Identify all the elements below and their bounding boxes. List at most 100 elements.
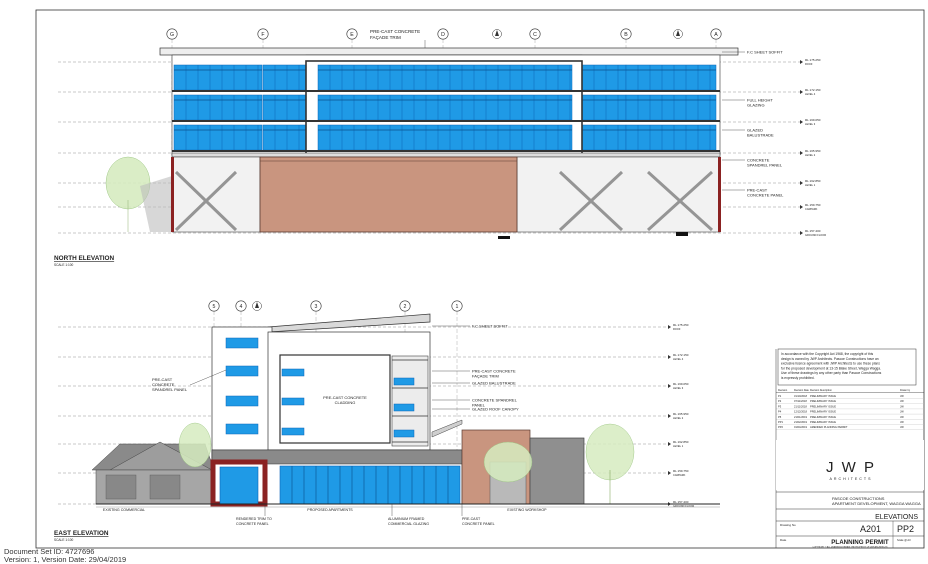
existing-commercial-building [91,422,215,505]
level-marker [668,325,671,329]
callout-text: FULL HEIGHT [747,98,773,103]
rev-cell: PRELIMINARY ISSUE [810,420,836,424]
grid-bubble [310,300,322,312]
level-marker [800,231,803,235]
ground-label: EXISTING WORKSHOP [507,508,547,512]
level-marker [800,181,803,185]
ground-label: PROPOSED APARTMENTS [307,508,353,512]
footer-note: COPYRIGHT © ALL DRAWINGS REMAIN THE PROP… [813,546,889,549]
project-name: APARTMENT DEVELOPMENT, WAGGA WAGGA [832,501,921,506]
level-name: LEVEL 3 [805,122,816,126]
level-name: LEVEL 3 [673,386,684,390]
commercial-glazing-mullions [291,466,449,504]
document-stamp: Document Set ID: 4727696 Version: 1, Ver… [4,548,126,564]
level-rl: RL 162.850 [805,179,821,183]
window-band [317,94,573,121]
north-roof-parapet [159,47,739,56]
callout-text: GLAZED [747,128,763,133]
callout-text: PRE-CAST [747,188,768,193]
grid-label: F [261,32,264,38]
callout-text: FAÇADE TRIM [472,374,499,379]
rev-cell: P4 [778,410,782,414]
jwp-logo-sub: ARCHITECTS [830,477,873,481]
level-rl: RL 157.400 [805,229,821,233]
rev-cell: JW [900,425,904,429]
rev-cell: JW [900,404,904,408]
level-rl: RL 175.250 [805,58,821,62]
callout-text: PRE-CAST [152,377,173,382]
level-name: ROOF [673,327,681,331]
balcony-glazing [393,377,415,386]
window-band [262,124,307,151]
glazed-roof-canopy [431,419,463,438]
rev-header: Revision Date [794,389,810,392]
level-marker [800,205,803,209]
north-x-bracing [174,170,714,232]
copyright-line: exclusive licence agreement with JWP Arc… [781,362,880,366]
copyright-text: In accordance with the Copyright Act 196… [781,352,882,380]
callout-text: CONCRETE PANEL [462,522,495,526]
north-arrow-icon-head [495,30,499,36]
rev-cell: 21/11/2018 [794,404,807,408]
level-rl: RL 172.150 [673,353,689,357]
rev-cell: PP1 [778,420,783,424]
grid-label: 2 [404,304,407,310]
title-block: In accordance with the Copyright Act 196… [775,348,924,549]
level-rl: RL 162.850 [673,440,689,444]
level-name: LEVEL 4 [805,92,816,96]
callout-text: PRE-CAST [462,517,481,521]
level-name: LEVEL 4 [673,357,684,361]
grid-bubble [451,300,463,312]
rev-header: Drawn by [900,389,911,392]
window-band [625,64,717,91]
level-name: LEVEL 2 [805,153,816,157]
callout-text: BALUSTRADE [747,133,774,138]
level-name: LEVEL 1 [673,444,684,448]
balcony-glazing [393,429,415,438]
rev-cell: P2 [778,399,782,403]
north-podium-slab [171,152,721,158]
north-glazing-bands [172,64,720,152]
east-roof-soffit [267,313,431,333]
north-top-note-2: FAÇADE TRIM [370,35,401,40]
callout-text: F.C SHEET SOFFIT [472,324,508,329]
north-annotations: PRE-CAST CONCRETE FAÇADE TRIM F.C SHEET … [370,29,784,198]
north-red-column-right [718,157,721,232]
grid-bubble [257,28,269,40]
rev-cell: JW [900,399,904,403]
rev-cell: P3 [778,404,782,408]
east-tree-right [483,441,533,483]
slab-edge [172,120,720,122]
stair-window [225,365,259,377]
rev-cell: JW [900,420,904,424]
level-rl: RL 159.750 [673,469,689,473]
callout-text: CONCRETE SPANDREL [472,398,518,403]
level-rl: RL 165.950 [805,149,821,153]
scale-label: Scale @ A3 [897,538,911,542]
level-name: CARPARK [805,207,818,211]
drawing-no-label: Drawing No [780,523,796,527]
level-rl: RL 169.050 [805,118,821,122]
copyright-line: design is owned by JWP Architects. Pasco… [781,357,879,361]
grid-bubble [235,300,247,312]
stair-window [225,423,259,435]
window-band [173,94,263,121]
drawing-number: A201 [860,524,881,534]
rev-cell: PRELIMINARY ISSUE [810,399,836,403]
sheet-title: ELEVATIONS [875,514,918,521]
callout-text: CONCRETE PANEL [747,193,784,198]
callout-text: RENDERED TRIM TO [236,517,272,521]
revision-code: PP2 [897,524,914,534]
rev-cell: 31/10/2018 [794,394,808,398]
level-name: LEVEL 2 [673,416,684,420]
level-marker [668,355,671,359]
north-brick-wall [259,156,518,233]
jwp-logo: J W P [826,459,876,476]
east-glazing [225,337,428,443]
callout-text: CONCRETE [747,158,770,163]
logo-area [776,440,924,490]
grid-bubble [346,28,358,40]
